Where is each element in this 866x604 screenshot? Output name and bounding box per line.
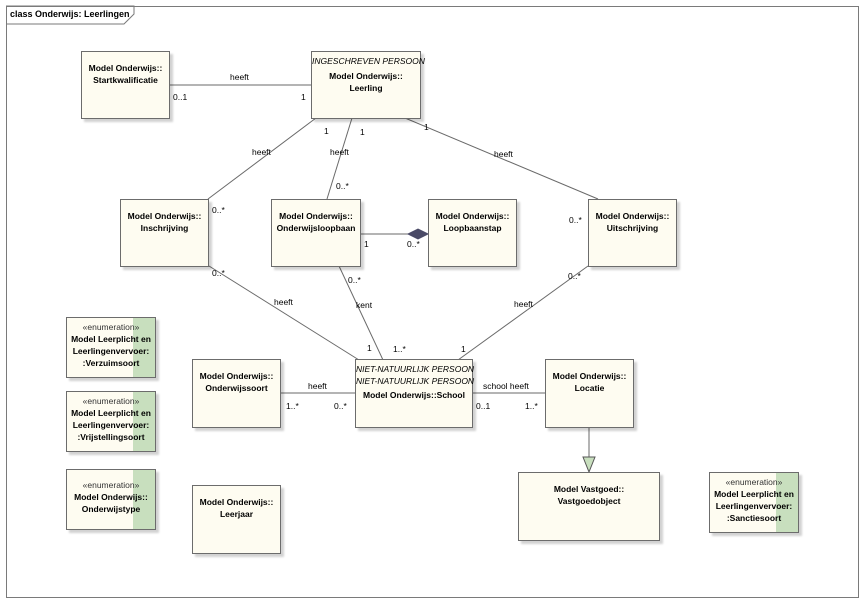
edge-label-heeft-uitschrijving: heeft xyxy=(494,149,513,159)
class-locatie[interactable]: Model Onderwijs:: Locatie xyxy=(545,359,634,428)
enum-verzuimsoort[interactable]: «enumeration» Model Leerplicht en Leerli… xyxy=(66,317,156,378)
edge-label-heeft-startkwalificatie: heeft xyxy=(230,72,249,82)
multiplicity-locatie: 1..* xyxy=(525,401,538,411)
class-inschrijving[interactable]: Model Onderwijs:: Inschrijving xyxy=(120,199,209,267)
multiplicity-leerling-inschrijving: 1 xyxy=(324,126,329,136)
multiplicity-school-uitschrijving: 1 xyxy=(461,344,466,354)
enum-verzuimsoort-line3: :Verzuimsoort xyxy=(82,358,140,368)
class-leerjaar-line1: Model Onderwijs:: xyxy=(199,497,274,507)
enum-vrijstellingsoort-line3: :Vrijstellingsoort xyxy=(77,432,145,442)
enum-sanctiesoort-stereotype: «enumeration» xyxy=(725,477,783,487)
enum-sanctiesoort-line1: Model Leerplicht en xyxy=(714,489,794,499)
edge-label-heeft-uitschrijving-school: heeft xyxy=(514,299,533,309)
enum-vrijstellingsoort[interactable]: «enumeration» Model Leerplicht en Leerli… xyxy=(66,391,156,452)
multiplicity-loopbaan-1: 1 xyxy=(364,239,369,249)
multiplicity-leerling-startkwal: 1 xyxy=(301,92,306,102)
class-leerjaar-line2: Leerjaar xyxy=(219,509,254,519)
multiplicity-uitschrijving-bottom: 0..* xyxy=(568,271,581,281)
class-onderwijssoort[interactable]: Model Onderwijs:: Onderwijssoort xyxy=(192,359,281,428)
class-loopbaanstap-line1: Model Onderwijs:: xyxy=(435,211,510,221)
multiplicity-loopbaan-top: 0..* xyxy=(336,181,349,191)
multiplicity-leerling-loopbaan: 1 xyxy=(360,127,365,137)
class-inschrijving-line2: Inschrijving xyxy=(140,223,189,233)
enum-onderwijstype-line2: Onderwijstype xyxy=(81,504,141,514)
class-loopbaanstap-line2: Loopbaanstap xyxy=(443,223,502,233)
class-onderwijsloopbaan-line1: Model Onderwijs:: xyxy=(279,211,353,221)
edge-label-school-heeft: school heeft xyxy=(483,381,529,391)
enum-vrijstellingsoort-line2: Leerlingenvervoer: xyxy=(72,420,150,430)
multiplicity-uitschrijving-top: 0..* xyxy=(569,215,582,225)
class-locatie-line2: Locatie xyxy=(574,383,605,393)
diagram-title: class Onderwijs: Leerlingen xyxy=(10,9,130,19)
multiplicity-school-inschrijving: 1 xyxy=(367,343,372,353)
multiplicity-onderwijssoort: 1..* xyxy=(286,401,299,411)
multiplicity-inschrijving-bottom: 0..* xyxy=(212,268,225,278)
class-vastgoedobject[interactable]: Model Vastgoed:: Vastgoedobject xyxy=(518,472,660,541)
enum-onderwijstype-line1: Model Onderwijs:: xyxy=(74,492,148,502)
class-leerling-line1: Model Onderwijs:: xyxy=(329,71,403,81)
enum-sanctiesoort[interactable]: «enumeration» Model Leerplicht en Leerli… xyxy=(709,472,799,533)
enum-sanctiesoort-line3: :Sanctiesoort xyxy=(726,513,782,523)
edge-label-heeft-inschrijving: heeft xyxy=(252,147,271,157)
edge-label-heeft-inschrijving-school: heeft xyxy=(274,297,293,307)
class-uitschrijving-line2: Uitschrijving xyxy=(606,223,659,233)
class-vastgoedobject-line1: Model Vastgoed:: xyxy=(553,484,625,494)
enum-vrijstellingsoort-line1: Model Leerplicht en xyxy=(71,408,151,418)
class-locatie-line1: Model Onderwijs:: xyxy=(552,371,627,381)
multiplicity-startkwalificatie: 0..1 xyxy=(173,92,188,102)
class-leerling-line2: Leerling xyxy=(349,83,383,93)
class-school-stereotype-2: NIET-NATUURLIJK PERSOON xyxy=(356,376,475,386)
diagram-frame xyxy=(6,6,859,598)
multiplicity-leerling-uitschrijving: 1 xyxy=(424,122,429,132)
class-school-line1: Model Onderwijs::School xyxy=(362,390,465,400)
enum-onderwijstype-stereotype: «enumeration» xyxy=(82,480,140,490)
enum-verzuimsoort-line1: Model Leerplicht en xyxy=(71,334,151,344)
class-leerling[interactable]: INGESCHREVEN PERSOON Model Onderwijs:: L… xyxy=(311,51,425,119)
enum-onderwijstype[interactable]: «enumeration» Model Onderwijs:: Onderwij… xyxy=(66,469,156,530)
class-uitschrijving[interactable]: Model Onderwijs:: Uitschrijving xyxy=(588,199,677,267)
multiplicity-school-onderwijssoort: 0..* xyxy=(334,401,347,411)
class-startkwalificatie-line2: Startkwalificatie xyxy=(93,75,158,85)
enum-verzuimsoort-stereotype: «enumeration» xyxy=(82,322,140,332)
class-startkwalificatie[interactable]: Model Onderwijs:: Startkwalificatie xyxy=(81,51,170,119)
class-loopbaanstap[interactable]: Model Onderwijs:: Loopbaanstap xyxy=(428,199,517,267)
class-onderwijssoort-line2: Onderwijssoort xyxy=(205,383,268,393)
multiplicity-school-loopbaan: 1..* xyxy=(393,344,406,354)
enum-verzuimsoort-line2: Leerlingenvervoer: xyxy=(72,346,150,356)
class-inschrijving-line1: Model Onderwijs:: xyxy=(127,211,202,221)
multiplicity-loopbaan-bottom: 0..* xyxy=(348,275,361,285)
enum-sanctiesoort-line2: Leerlingenvervoer: xyxy=(715,501,793,511)
class-vastgoedobject-line2: Vastgoedobject xyxy=(557,496,621,506)
multiplicity-inschrijving-top: 0..* xyxy=(212,205,225,215)
class-onderwijsloopbaan[interactable]: Model Onderwijs:: Onderwijsloopbaan xyxy=(271,199,361,267)
class-uitschrijving-line1: Model Onderwijs:: xyxy=(595,211,670,221)
class-school[interactable]: NIET-NATUURLIJK PERSOON NIET-NATUURLIJK … xyxy=(355,359,475,428)
class-leerjaar[interactable]: Model Onderwijs:: Leerjaar xyxy=(192,485,281,554)
class-startkwalificatie-line1: Model Onderwijs:: xyxy=(88,63,163,73)
edge-label-heeft-onderwijssoort: heeft xyxy=(308,381,327,391)
enum-vrijstellingsoort-stereotype: «enumeration» xyxy=(82,396,140,406)
class-onderwijssoort-line1: Model Onderwijs:: xyxy=(199,371,274,381)
class-school-stereotype-1: NIET-NATUURLIJK PERSOON xyxy=(356,364,475,374)
class-onderwijsloopbaan-line2: Onderwijsloopbaan xyxy=(276,223,356,233)
multiplicity-school-locatie: 0..1 xyxy=(476,401,491,411)
class-leerling-stereotype: INGESCHREVEN PERSOON xyxy=(312,56,425,66)
multiplicity-loopbaanstap: 0..* xyxy=(407,239,420,249)
edge-label-kent: kent xyxy=(356,300,373,310)
edge-label-heeft-onderwijsloopbaan: heeft xyxy=(330,147,349,157)
